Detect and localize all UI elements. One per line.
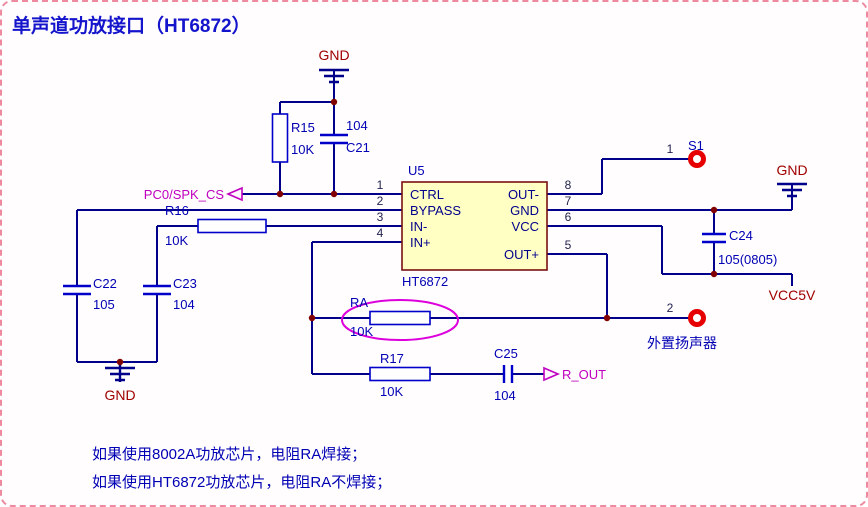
- pin-name-bypass: BYPASS: [410, 203, 461, 218]
- note-line-1: 如果使用8002A功放芯片，电阻RA焊接；: [92, 446, 366, 463]
- wire-net-out-plus: [547, 253, 689, 319]
- pin-number-7: 7: [565, 194, 572, 208]
- pin-number-5: 5: [565, 238, 572, 252]
- connector-speaker-pad: [688, 309, 706, 327]
- pin-name-out-minus: OUT-: [508, 187, 539, 202]
- junction-dot: [603, 314, 611, 322]
- gnd-symbol-right: [777, 182, 807, 198]
- pin-number-4: 4: [377, 226, 384, 240]
- resistor-r17: [369, 366, 431, 382]
- pin-name-ctrl: CTRL: [410, 187, 444, 202]
- vcc5v-label: VCC5V: [769, 287, 816, 303]
- pin-name-out-plus: OUT+: [504, 247, 539, 262]
- s1-ref: S1: [688, 138, 704, 153]
- note-line-2: 如果使用HT6872功放芯片，电阻RA不焊接；: [92, 474, 391, 491]
- capacitor-c23: [143, 284, 171, 296]
- pin-name-in-minus: IN-: [410, 219, 427, 234]
- r17-value: 10K: [380, 384, 403, 399]
- speaker-label: 外置扬声器: [647, 335, 717, 351]
- gnd-label-right: GND: [776, 162, 807, 178]
- gnd-label-left: GND: [104, 387, 135, 403]
- capacitor-c21: [320, 133, 348, 145]
- junction-dot: [116, 358, 124, 366]
- pin-number-6: 6: [565, 210, 572, 224]
- wire-net-bypass: [76, 209, 402, 362]
- port-arrow-rout: [543, 366, 561, 382]
- speaker-pin-number: 2: [667, 301, 674, 315]
- wire-net-in-minus: [156, 225, 402, 362]
- c23-value: 104: [173, 297, 195, 312]
- junction-dot: [276, 190, 284, 198]
- junction-dot: [710, 270, 718, 278]
- ic-designator: U5: [408, 163, 425, 178]
- net-label-r-out: R_OUT: [562, 367, 606, 382]
- pin-name-vcc: VCC: [512, 219, 539, 234]
- gnd-symbol-left: [105, 362, 135, 382]
- ic-part-name: HT6872: [402, 274, 448, 289]
- s1-pin-number: 1: [667, 142, 674, 156]
- wire-net-gnd-right: [547, 184, 793, 211]
- r16-ref: R16: [165, 203, 189, 218]
- resistor-r16: [197, 218, 267, 234]
- pin-name-in-plus: IN+: [410, 235, 431, 250]
- ic-ht6872-body: [401, 181, 548, 271]
- wire-net-out-minus: [547, 158, 689, 195]
- r17-ref: R17: [380, 351, 404, 366]
- wire-net-vcc: [547, 225, 793, 286]
- capacitor-c25: [502, 365, 514, 383]
- pin-number-3: 3: [377, 210, 384, 224]
- pin-number-2: 2: [377, 194, 384, 208]
- junction-dot: [330, 98, 338, 106]
- r15-value: 10K: [291, 142, 314, 157]
- gnd-label-top: GND: [318, 47, 349, 63]
- pin-name-gnd: GND: [510, 203, 539, 218]
- connector-s1-pad: [688, 150, 706, 168]
- c24-ref: C24: [729, 228, 753, 243]
- c25-ref: C25: [494, 346, 518, 361]
- net-label-pc0-spk-cs: PC0/SPK_CS: [144, 187, 225, 202]
- r15-ref: R15: [291, 120, 315, 135]
- c22-value: 105: [93, 297, 115, 312]
- resistor-r15: [271, 113, 289, 163]
- c22-ref: C22: [93, 276, 117, 291]
- wire-net-in-plus: [311, 241, 402, 374]
- junction-dot: [330, 190, 338, 198]
- pin-number-1: 1: [377, 178, 384, 192]
- capacitor-c24: [702, 232, 726, 244]
- gnd-symbol-top: [319, 68, 349, 84]
- wire-gnd-top-branch: [279, 70, 335, 194]
- c21-value: 104: [346, 118, 368, 133]
- resistor-ra: [369, 310, 431, 326]
- ra-ref: RA: [350, 295, 368, 310]
- ra-value: 10K: [350, 324, 373, 339]
- ra-highlight-ellipse: [341, 299, 459, 341]
- c21-ref: C21: [346, 140, 370, 155]
- c25-value: 104: [494, 388, 516, 403]
- r16-value: 10K: [165, 233, 188, 248]
- junction-dot: [710, 206, 718, 214]
- page-title: 单声道功放接口（HT6872）: [12, 14, 251, 37]
- c23-ref: C23: [173, 276, 197, 291]
- capacitor-c22: [63, 284, 91, 296]
- port-arrow-pc0: [225, 186, 243, 202]
- junction-dot: [308, 314, 316, 322]
- pin-number-8: 8: [565, 178, 572, 192]
- c24-value: 105(0805): [718, 252, 777, 267]
